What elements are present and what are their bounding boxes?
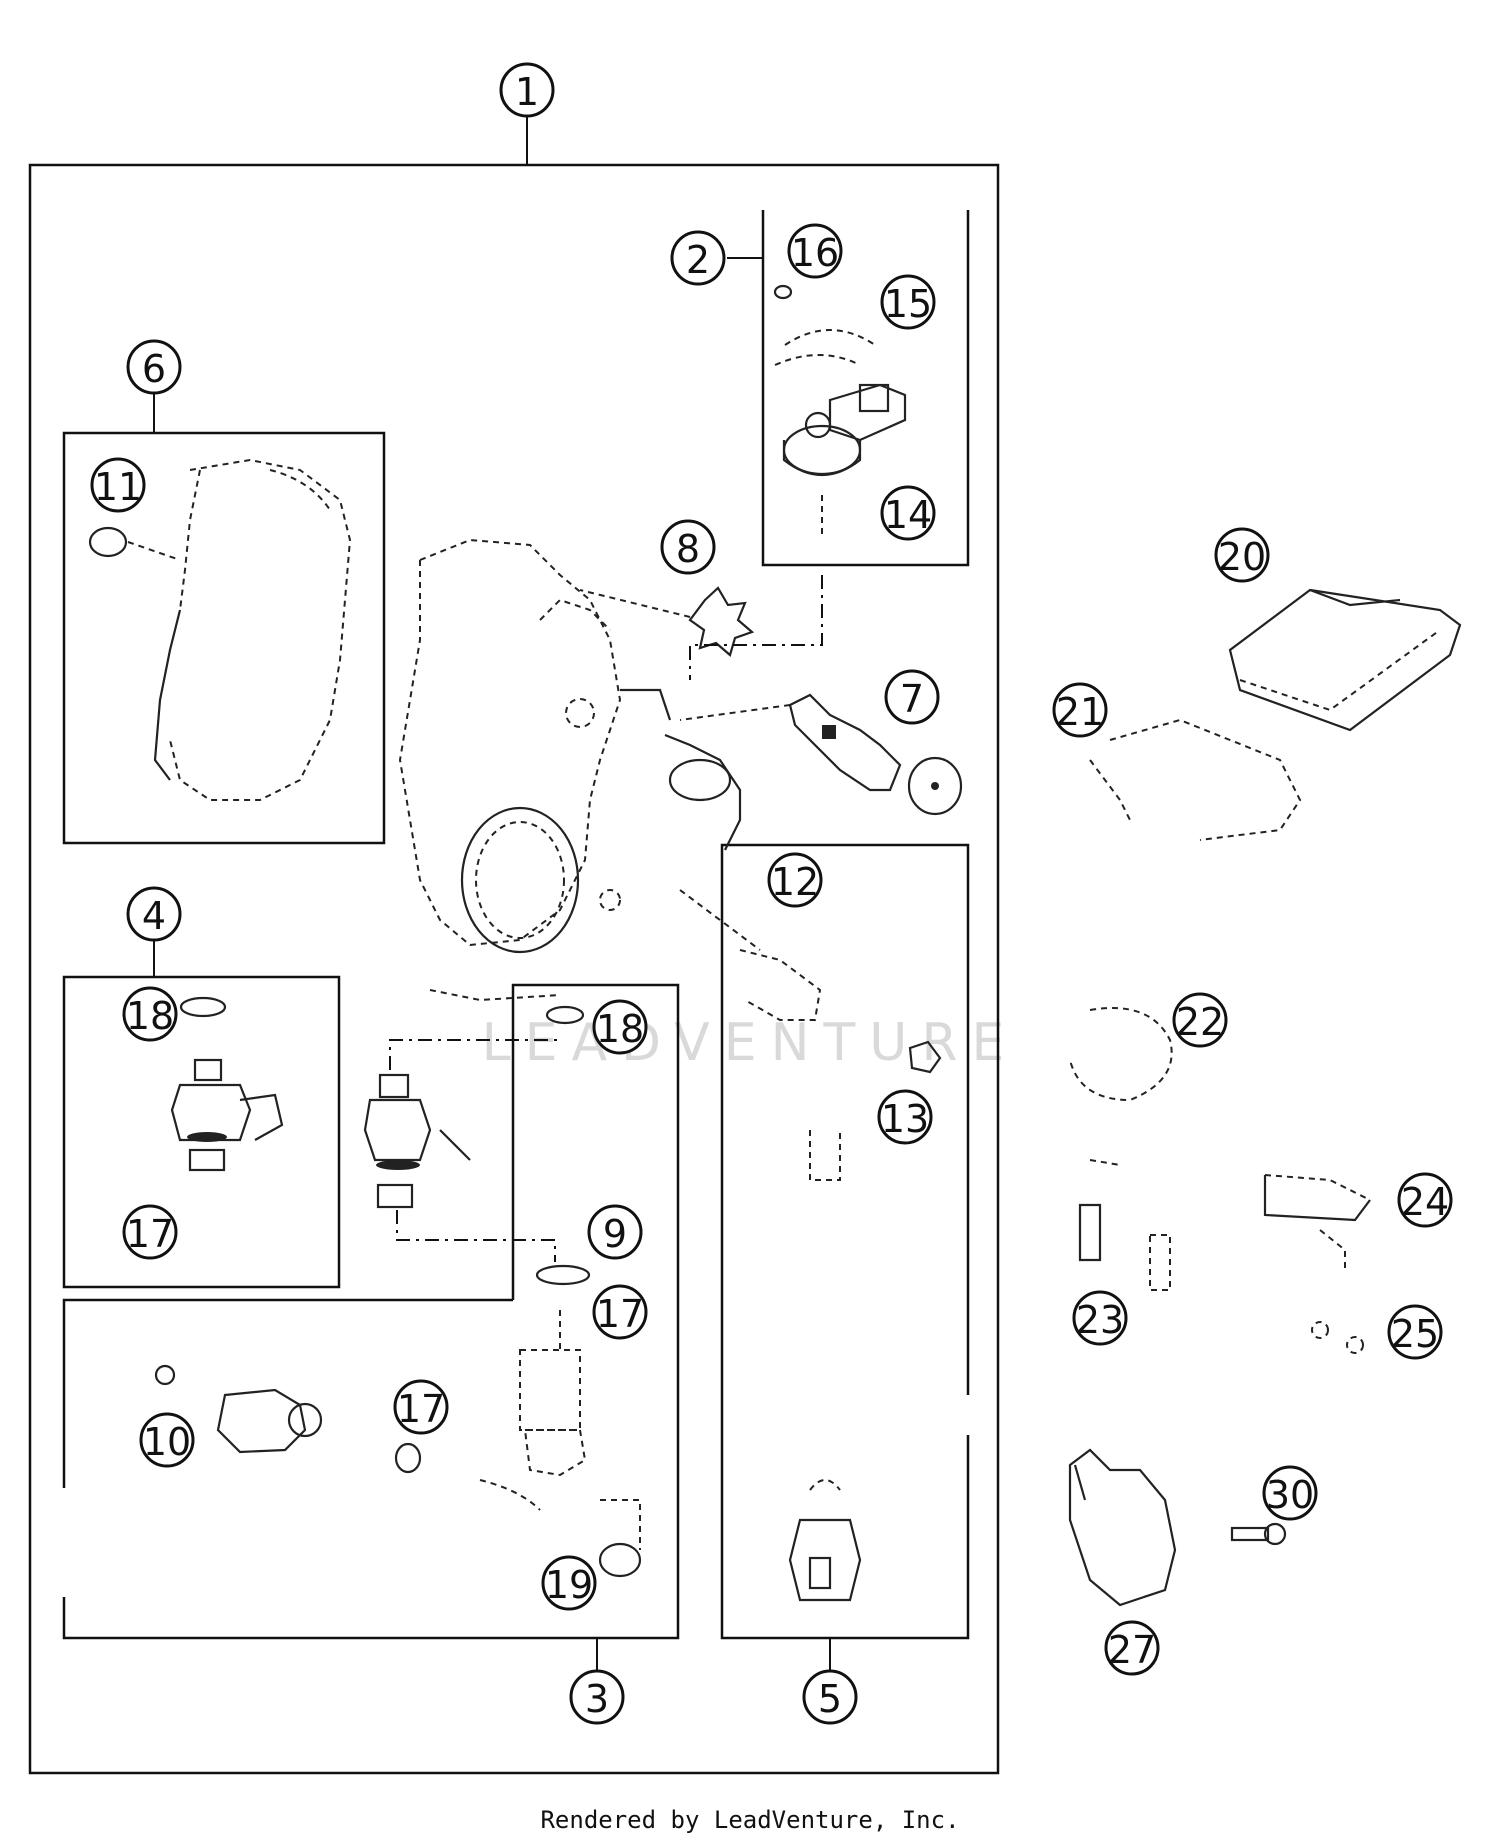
callout-13: 13 <box>877 1089 933 1145</box>
callout-17a: 17 <box>122 1204 178 1260</box>
part-12-drawing <box>679 889 942 1181</box>
callout-8: 8 <box>660 519 716 575</box>
svg-text:25: 25 <box>1391 1312 1439 1356</box>
svg-text:16: 16 <box>791 231 839 275</box>
leader-9 <box>389 1039 560 1070</box>
part-4-injector-drawing <box>170 996 284 1172</box>
callout-5: 5 <box>802 1669 858 1725</box>
part-9-injector-drawing <box>363 1005 591 1286</box>
group-2-frame <box>761 210 970 567</box>
callout-3: 3 <box>569 1669 625 1725</box>
callout-30: 30 <box>1262 1465 1318 1521</box>
svg-text:13: 13 <box>881 1097 929 1141</box>
svg-text:17: 17 <box>397 1387 445 1431</box>
svg-text:12: 12 <box>771 860 819 904</box>
group-3-frame <box>62 983 680 1640</box>
svg-text:17: 17 <box>126 1212 174 1256</box>
callout-19: 19 <box>541 1555 597 1611</box>
svg-text:8: 8 <box>676 527 700 571</box>
callout-20: 20 <box>1214 527 1270 583</box>
callout-16: 16 <box>787 223 843 279</box>
svg-text:27: 27 <box>1108 1628 1156 1672</box>
callout-11: 11 <box>90 457 146 513</box>
svg-text:21: 21 <box>1056 690 1104 734</box>
callout-12: 12 <box>767 852 823 908</box>
svg-text:6: 6 <box>142 347 166 391</box>
svg-text:7: 7 <box>900 677 924 721</box>
callout-27: 27 <box>1104 1620 1160 1676</box>
leader-9b <box>396 1210 556 1262</box>
callout-2: 2 <box>670 230 726 286</box>
callout-17b: 17 <box>592 1284 648 1340</box>
callout-23: 23 <box>1072 1290 1128 1346</box>
part-19-drawing <box>479 1310 642 1578</box>
part-7-drawing <box>679 693 963 816</box>
callout-24: 24 <box>1397 1172 1453 1228</box>
callout-9: 9 <box>587 1204 643 1260</box>
svg-text:23: 23 <box>1076 1298 1124 1342</box>
svg-text:17: 17 <box>596 1292 644 1336</box>
svg-text:30: 30 <box>1266 1473 1314 1517</box>
svg-text:1: 1 <box>515 70 539 114</box>
part-30-drawing <box>1230 1522 1287 1546</box>
leader-14 <box>689 575 823 680</box>
svg-text:22: 22 <box>1176 1000 1224 1044</box>
part-14-drawing <box>773 284 907 535</box>
svg-text:18: 18 <box>596 1007 644 1051</box>
callout-18b: 18 <box>592 999 648 1055</box>
svg-text:3: 3 <box>585 1677 609 1721</box>
callout-14: 14 <box>880 485 936 541</box>
svg-text:20: 20 <box>1218 535 1266 579</box>
callout-7: 7 <box>884 669 940 725</box>
svg-text:18: 18 <box>126 994 174 1038</box>
svg-text:14: 14 <box>884 493 932 537</box>
part-8-drawing <box>579 586 755 657</box>
part-10-drawing <box>154 1364 422 1474</box>
callout-17c: 17 <box>393 1379 449 1435</box>
part-23-drawing <box>1078 1203 1171 1291</box>
part-20-drawing <box>1228 588 1462 732</box>
callout-4: 4 <box>126 886 182 942</box>
callout-18a: 18 <box>122 986 178 1042</box>
svg-text:19: 19 <box>545 1563 593 1607</box>
part-11-drawing <box>88 458 352 801</box>
assembly-1-frame <box>28 163 1000 1775</box>
svg-text:24: 24 <box>1401 1180 1449 1224</box>
svg-text:9: 9 <box>603 1212 627 1256</box>
part-22-drawing <box>1069 1007 1173 1166</box>
callout-15: 15 <box>880 274 936 330</box>
render-credit: Rendered by LeadVenture, Inc. <box>540 1806 960 1834</box>
group-6-frame <box>62 431 386 845</box>
svg-text:15: 15 <box>884 282 932 326</box>
throttle-body-drawing <box>398 538 742 1002</box>
callout-22: 22 <box>1172 992 1228 1048</box>
group-5-frame <box>720 843 970 1640</box>
callout-25: 25 <box>1387 1304 1443 1360</box>
svg-text:5: 5 <box>818 1677 842 1721</box>
callout-6: 6 <box>126 339 182 395</box>
svg-text:11: 11 <box>94 465 142 509</box>
part-21-drawing <box>1089 718 1302 841</box>
svg-text:10: 10 <box>143 1420 191 1464</box>
part-24-drawing <box>1263 1174 1371 1354</box>
part-5-lower-drawing <box>788 1479 862 1602</box>
svg-text:2: 2 <box>686 238 710 282</box>
group-4-frame <box>62 975 341 1289</box>
callout-21: 21 <box>1052 682 1108 738</box>
callout-1: 1 <box>499 62 555 118</box>
part-27-drawing <box>1068 1448 1177 1607</box>
callout-10: 10 <box>139 1412 195 1468</box>
svg-text:4: 4 <box>142 894 166 938</box>
